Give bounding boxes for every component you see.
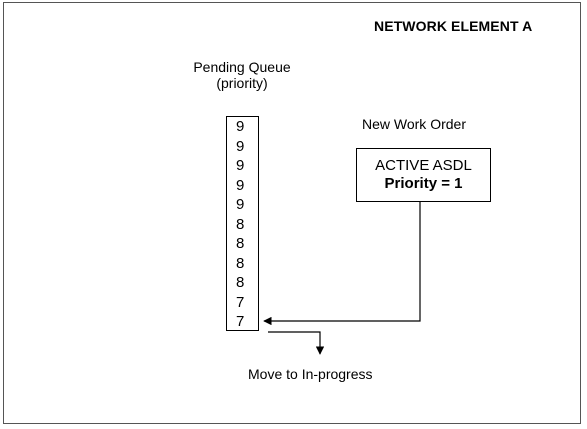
queue-item: 8 xyxy=(236,274,245,291)
diagram-title: NETWORK ELEMENT A xyxy=(374,18,533,34)
queue-item: 8 xyxy=(236,254,245,272)
queue-item: 9 xyxy=(236,176,245,194)
move-to-in-progress-label: Move to In-progress xyxy=(248,366,373,382)
work-order-priority: Priority = 1 xyxy=(384,175,463,192)
work-order-box: ACTIVE ASDL Priority = 1 xyxy=(356,148,491,202)
queue-item: 8 xyxy=(236,235,245,252)
queue-item: 9 xyxy=(236,137,245,155)
pending-queue-label: Pending Queue (priority) xyxy=(180,59,304,92)
queue-item: 7 xyxy=(236,293,245,311)
new-work-order-label: New Work Order xyxy=(362,116,466,132)
insert-arrow xyxy=(263,202,421,326)
work-order-name: ACTIVE ASDL xyxy=(375,157,472,174)
queue-item: 9 xyxy=(236,118,245,135)
pending-queue-label-line1: Pending Queue xyxy=(193,59,291,75)
move-out-arrow xyxy=(268,331,325,355)
pending-queue-box: 9 9 9 9 9 8 8 8 8 7 7 xyxy=(226,116,259,331)
queue-item: 8 xyxy=(236,215,245,233)
queue-item: 7 xyxy=(236,313,245,330)
queue-item: 9 xyxy=(236,157,245,174)
diagram-frame xyxy=(3,2,581,424)
queue-item: 9 xyxy=(236,196,245,213)
pending-queue-label-line2: (priority) xyxy=(216,75,268,91)
